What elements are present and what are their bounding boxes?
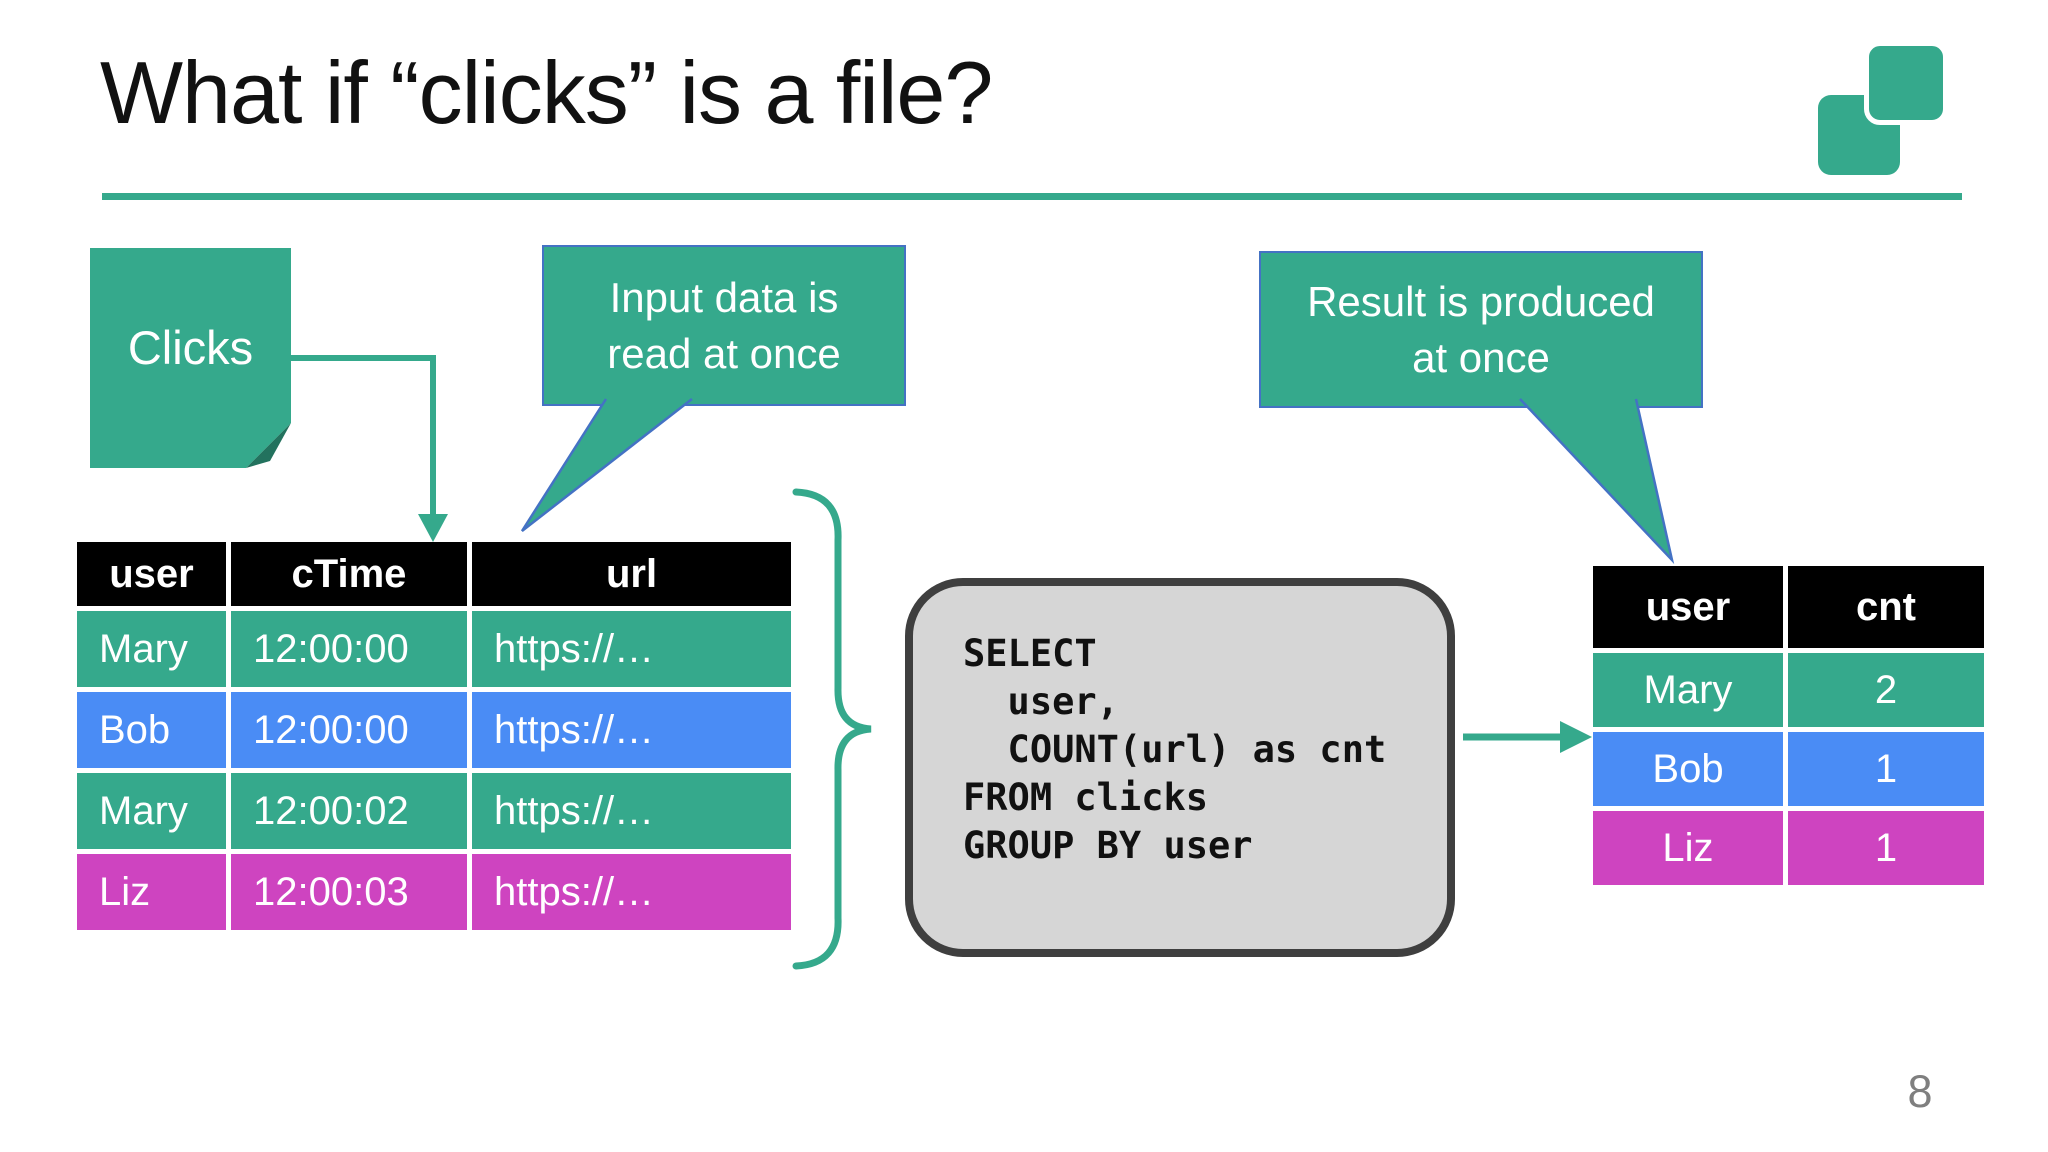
result-header-cnt: cnt	[1788, 566, 1984, 648]
table-cell: Mary	[77, 773, 226, 849]
clicks-header-user: user	[77, 542, 226, 606]
title-underline	[102, 193, 1962, 200]
result-arrowhead-icon	[1560, 721, 1592, 753]
table-cell: Bob	[1593, 732, 1783, 806]
table-cell: https://…	[472, 854, 791, 930]
input-callout-line1: Input data is	[609, 273, 839, 321]
table-cell: 12:00:03	[231, 854, 467, 930]
sql-code-line: SELECT	[963, 632, 1097, 675]
note-fold-icon	[246, 423, 291, 468]
curly-brace-icon	[792, 488, 872, 970]
table-cell: 1	[1788, 732, 1984, 806]
result-callout-tail-icon	[1519, 398, 1675, 565]
table-cell: Mary	[77, 611, 226, 687]
logo-square-upper-icon	[1864, 41, 1948, 125]
sql-code-line: FROM clicks	[963, 776, 1209, 819]
input-callout-tail-icon	[520, 398, 693, 532]
table-cell: 12:00:00	[231, 611, 467, 687]
table-cell: https://…	[472, 611, 791, 687]
table-cell: Mary	[1593, 653, 1783, 727]
result-callout-line1: Result is produced	[1307, 277, 1655, 325]
table-cell: Bob	[77, 692, 226, 768]
result-table: user cnt Mary 2 Bob 1 Liz 1	[1593, 566, 1984, 885]
result-callout-line2: at once	[1412, 333, 1550, 381]
sql-code-line: COUNT(url) as cnt	[963, 728, 1387, 771]
table-cell: Liz	[77, 854, 226, 930]
table-cell: 1	[1788, 811, 1984, 885]
table-cell: Liz	[1593, 811, 1783, 885]
result-callout: Result is produced at once	[1259, 251, 1703, 408]
input-callout: Input data is read at once	[542, 245, 906, 406]
clicks-table: user cTime url Mary 12:00:00 https://… B…	[77, 542, 791, 930]
table-cell: 12:00:00	[231, 692, 467, 768]
table-cell: https://…	[472, 773, 791, 849]
input-callout-line2: read at once	[607, 329, 841, 377]
clicks-note-label: Clicks	[127, 321, 254, 374]
elbow-arrow-icon	[291, 355, 436, 516]
page-number: 8	[1907, 1066, 1933, 1117]
sql-code-line: user,	[963, 680, 1119, 723]
result-header-user: user	[1593, 566, 1783, 648]
elbow-arrowhead-icon	[418, 514, 448, 542]
page-title: What if “clicks” is a file?	[100, 43, 993, 142]
sql-code-line: GROUP BY user	[963, 824, 1253, 867]
table-cell: 12:00:02	[231, 773, 467, 849]
clicks-header-ctime: cTime	[231, 542, 467, 606]
table-cell: https://…	[472, 692, 791, 768]
sql-code-box: SELECT user, COUNT(url) as cnt FROM clic…	[905, 578, 1455, 957]
table-cell: 2	[1788, 653, 1984, 727]
clicks-header-url: url	[472, 542, 791, 606]
